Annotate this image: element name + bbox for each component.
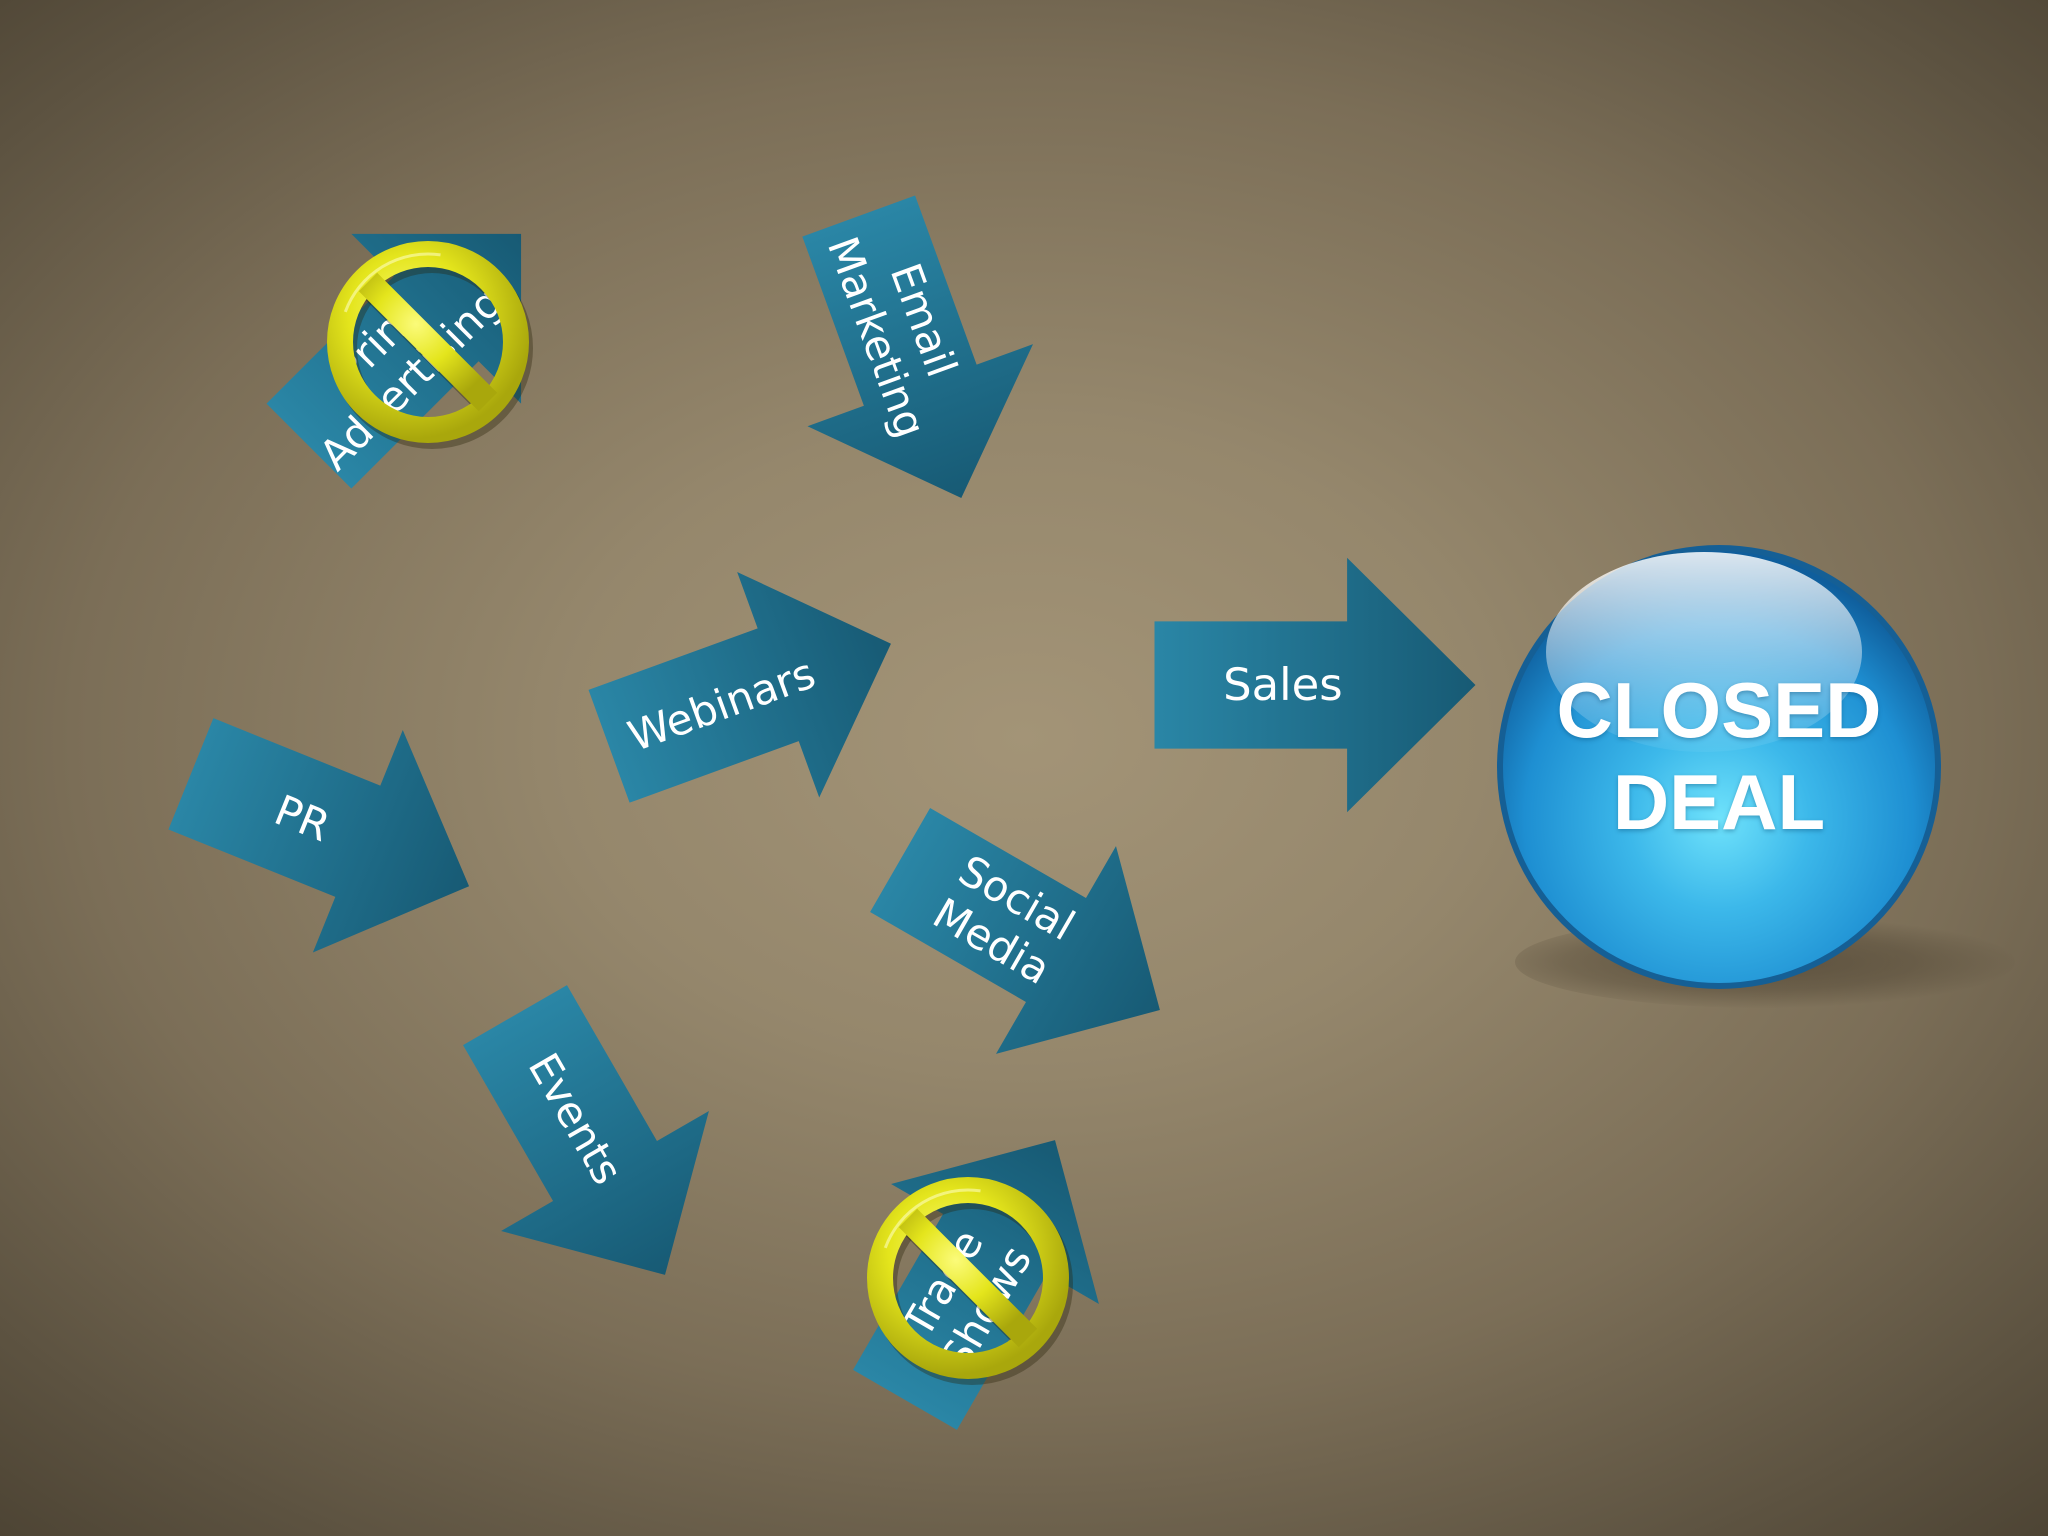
arrow-shape [588, 571, 891, 803]
arrow-shape [802, 195, 1034, 498]
prohibition-sign-icon [867, 1177, 1073, 1385]
arrow-label: Sales [1223, 658, 1343, 711]
closed-deal-sphere: CLOSED DEAL [1496, 544, 1942, 990]
arrow-events: Events [411, 955, 769, 1335]
arrow-email-marketing: Email Marketing [746, 175, 1074, 539]
arrow-shape [870, 808, 1160, 1054]
arrow-webinars: Webinars [568, 531, 932, 859]
prohibition-sign-icon [327, 241, 533, 449]
arrow-shape [266, 233, 522, 489]
arrow-shape [463, 985, 709, 1275]
arrow-shape [1154, 557, 1476, 813]
closed-deal-label: CLOSED DEAL [1556, 666, 1882, 846]
arrow-print-advertising: Print Advertising [224, 149, 606, 531]
arrow-social-media: Social Media [840, 756, 1220, 1114]
arrow-sales: Sales [1154, 557, 1476, 813]
arrow-shape [168, 718, 470, 953]
sphere-graphic [1497, 545, 1941, 989]
arrow-pr: PR [146, 663, 514, 998]
